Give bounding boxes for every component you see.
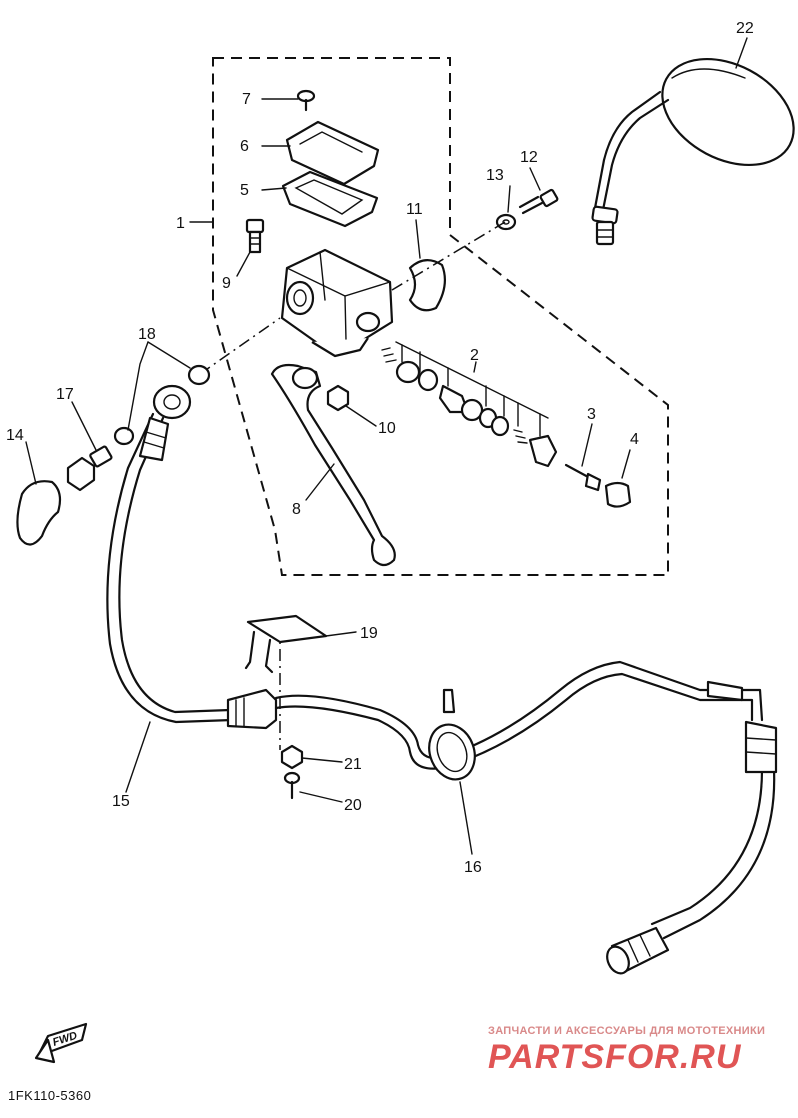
callout-2: 2 bbox=[470, 347, 479, 364]
watermark-logo: PARTSFOR.RU bbox=[488, 1038, 742, 1076]
diaphragm-5 bbox=[281, 170, 379, 228]
callout-18: 18 bbox=[138, 326, 156, 343]
leader-lines bbox=[25, 37, 748, 855]
hose-15 bbox=[106, 384, 278, 730]
washer-18-a bbox=[187, 364, 211, 386]
callout-8: 8 bbox=[292, 501, 301, 518]
callout-6: 6 bbox=[240, 138, 249, 155]
callout-19: 19 bbox=[360, 625, 378, 642]
banjo-bolt-17 bbox=[66, 445, 113, 492]
center-line-b bbox=[391, 221, 506, 291]
nut-21 bbox=[280, 744, 304, 770]
callout-22: 22 bbox=[736, 20, 754, 37]
washer-18-b bbox=[113, 426, 135, 446]
bracket-19 bbox=[244, 614, 328, 674]
pushrod-3 bbox=[564, 463, 602, 492]
mirror-22 bbox=[591, 57, 795, 246]
callout-5: 5 bbox=[240, 182, 249, 199]
callout-12: 12 bbox=[520, 149, 538, 166]
screw-7 bbox=[296, 89, 316, 112]
callout-20: 20 bbox=[344, 797, 362, 814]
piston-kit-2 bbox=[381, 341, 558, 468]
callout-10: 10 bbox=[378, 420, 396, 437]
forward-arrow: FWD bbox=[34, 1022, 88, 1064]
nut-10 bbox=[326, 384, 350, 412]
clamp-11 bbox=[408, 259, 447, 312]
callout-4: 4 bbox=[630, 431, 639, 448]
callout-15: 15 bbox=[112, 793, 130, 810]
callout-17: 17 bbox=[56, 386, 74, 403]
boot-4 bbox=[604, 481, 632, 508]
callout-7: 7 bbox=[242, 91, 251, 108]
callout-13: 13 bbox=[486, 167, 504, 184]
callout-14: 14 bbox=[6, 427, 24, 444]
callout-3: 3 bbox=[587, 406, 596, 423]
callout-11: 11 bbox=[406, 201, 423, 218]
bolt-9 bbox=[245, 218, 265, 254]
callout-1: 1 bbox=[176, 215, 185, 232]
callout-9: 9 bbox=[222, 275, 231, 292]
center-line-a bbox=[199, 317, 281, 375]
washer-13 bbox=[495, 213, 517, 231]
lower-hose bbox=[606, 720, 778, 975]
callout-21: 21 bbox=[344, 756, 362, 773]
bolt-20 bbox=[283, 771, 301, 800]
watermark-tagline: ЗАПЧАСТИ И АКСЕССУАРЫ ДЛЯ МОТОТЕХНИКИ bbox=[488, 1025, 765, 1037]
master-cylinder-body bbox=[280, 248, 394, 358]
callout-16: 16 bbox=[464, 859, 482, 876]
assembly-boundary bbox=[212, 57, 669, 576]
brake-pipe-16 bbox=[274, 660, 764, 781]
rubber-cap-14 bbox=[16, 480, 62, 546]
bolt-12 bbox=[518, 188, 559, 215]
drawing-code: 1FK110-5360 bbox=[8, 1088, 91, 1103]
reservoir-cap-6 bbox=[285, 120, 380, 186]
